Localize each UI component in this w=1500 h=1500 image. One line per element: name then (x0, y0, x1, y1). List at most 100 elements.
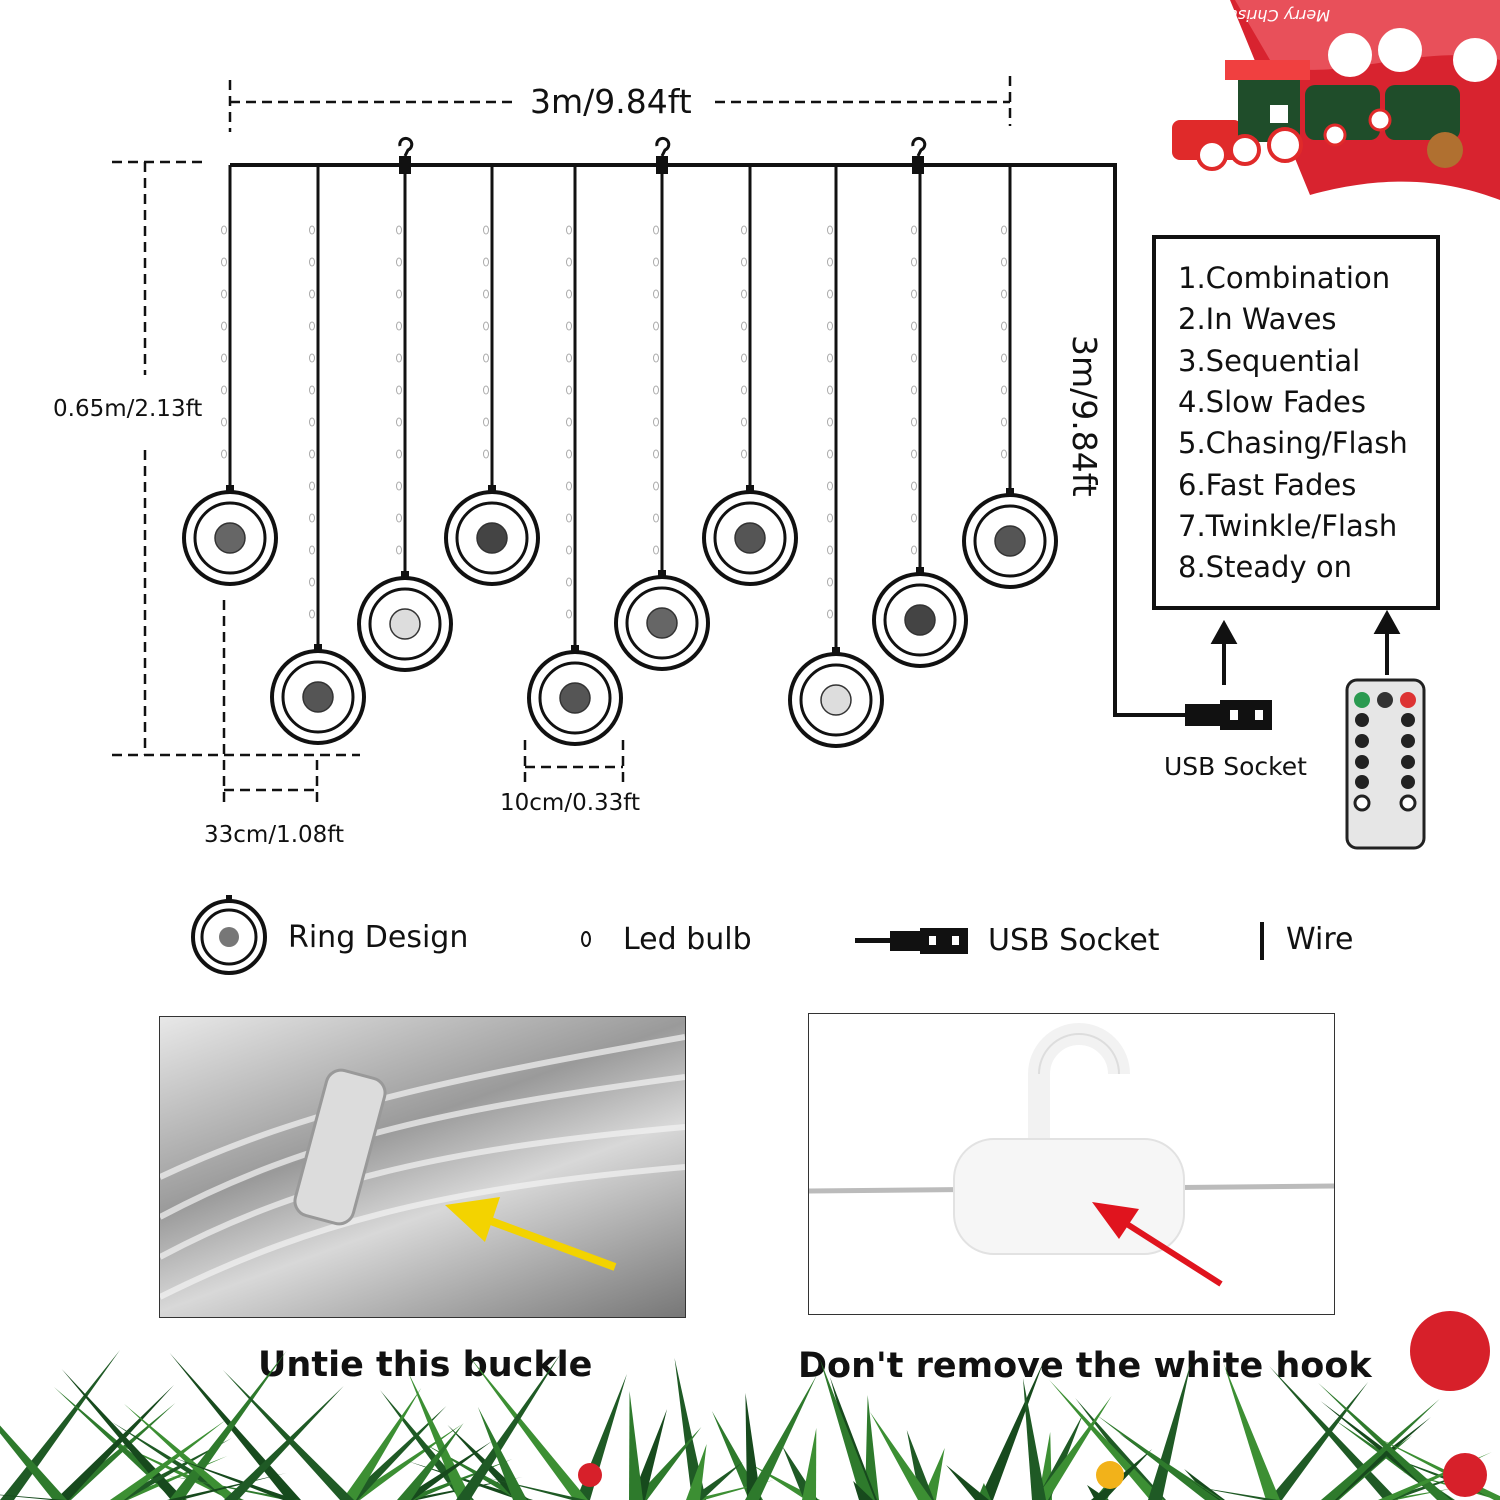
led-bulb (741, 289, 747, 299)
mode-item: 8.Steady on (1178, 550, 1352, 585)
lighting-modes-box: 1.Combination 2.In Waves 3.Sequential 4.Slo… (1152, 235, 1440, 610)
christmas-train-banner: Merry Christmas (1172, 0, 1500, 200)
led-bulb (566, 577, 572, 587)
led-bulb (827, 289, 833, 299)
hook-caption: Don't remove the white hook (798, 1346, 1372, 1386)
led-bulb (483, 225, 489, 235)
led-bulb (396, 289, 402, 299)
led-bulb (566, 257, 572, 267)
led-bulb (309, 513, 315, 523)
legend-wire-label: Wire (1286, 922, 1354, 957)
mode-item: 1.Combination (1178, 261, 1391, 295)
led-bulb (1001, 385, 1007, 395)
led-bulb (483, 257, 489, 267)
light-strand (872, 165, 968, 668)
led-bulb (653, 257, 659, 267)
led-bulb (221, 353, 227, 363)
reindeer-icon (1427, 132, 1463, 168)
led-bulb (566, 289, 572, 299)
red-arrow-icon (1092, 1202, 1223, 1287)
led-bulb (396, 417, 402, 427)
hook-icon (398, 136, 414, 174)
led-bulb (221, 449, 227, 459)
led-bulb (827, 545, 833, 555)
ring-reindeer-icon (270, 644, 366, 745)
ornament-ball (1410, 1311, 1490, 1391)
led-bulb (653, 513, 659, 523)
led-bulb (741, 225, 747, 235)
led-bulb (309, 321, 315, 331)
led-bulb (827, 321, 833, 331)
ornament-ball (1096, 1461, 1124, 1489)
led-bulb (827, 353, 833, 363)
led-bulb (483, 417, 489, 427)
hook-photo (808, 1013, 1335, 1315)
led-bulb (396, 513, 402, 523)
led-bulb (221, 321, 227, 331)
led-bulb (396, 385, 402, 395)
led-bulb (566, 225, 572, 235)
led-bulb (396, 257, 402, 267)
led-bulb (1001, 321, 1007, 331)
light-strand (614, 165, 710, 671)
light-strand (702, 165, 798, 586)
led-bulb (221, 385, 227, 395)
led-bulb (653, 289, 659, 299)
led-bulb (221, 289, 227, 299)
led-bulb (566, 449, 572, 459)
yellow-arrow-icon (445, 1197, 617, 1271)
mode-item: 3.Sequential (1178, 343, 1361, 378)
led-bulb (827, 481, 833, 491)
led-bulb (827, 417, 833, 427)
led-bulb-icon (581, 931, 591, 947)
arrow-icons (1210, 609, 1401, 685)
led-bulb (309, 449, 315, 459)
led-bulb (653, 321, 659, 331)
led-bulb (911, 481, 917, 491)
ring-santa-icon (962, 488, 1058, 589)
led-bulb (653, 385, 659, 395)
main-wire (230, 163, 1190, 717)
legend-bulb-label: Led bulb (623, 922, 752, 957)
mode-item: 5.Chasing/Flash (1178, 426, 1408, 461)
led-bulb (566, 353, 572, 363)
led-bulb (309, 289, 315, 299)
led-bulb (911, 449, 917, 459)
led-bulb (911, 513, 917, 523)
led-bulb (911, 385, 917, 395)
led-bulb (653, 449, 659, 459)
buckle-caption: Untie this buckle (258, 1345, 593, 1385)
total-width-label: 3m/9.84ft (530, 82, 692, 121)
ring-diameter-label: 10cm/0.33ft (500, 790, 640, 816)
usb-plug-icon (1185, 700, 1272, 730)
strand-spacing-label: 33cm/1.08ft (204, 822, 344, 848)
banner-text: Merry Christmas (1198, 6, 1330, 25)
led-bulb (566, 609, 572, 619)
led-bulb (741, 417, 747, 427)
led-bulb (653, 545, 659, 555)
led-bulb (221, 417, 227, 427)
ornament-ball (578, 1463, 602, 1487)
legend-usb-label: USB Socket (988, 923, 1160, 958)
ring-tree-icon (872, 567, 968, 668)
led-bulb (483, 385, 489, 395)
led-bulb (309, 545, 315, 555)
led-bulb (741, 353, 747, 363)
led-bulb (309, 417, 315, 427)
led-bulb (309, 353, 315, 363)
mode-item: 7.Twinkle/Flash (1178, 508, 1398, 543)
led-bulb (653, 225, 659, 235)
remote-control-icon (1345, 678, 1426, 850)
legend-ring-label: Ring Design (288, 920, 469, 955)
light-strand (270, 165, 366, 745)
led-bulb (396, 353, 402, 363)
mode-item: 4.Slow Fades (1178, 384, 1366, 419)
light-strand (788, 165, 884, 748)
ring-snowman-icon (788, 647, 884, 748)
led-bulb (396, 481, 402, 491)
led-bulb (566, 321, 572, 331)
led-bulb (483, 321, 489, 331)
mode-item: 2.In Waves (1178, 302, 1337, 337)
light-strand (357, 165, 453, 672)
led-bulb (566, 385, 572, 395)
